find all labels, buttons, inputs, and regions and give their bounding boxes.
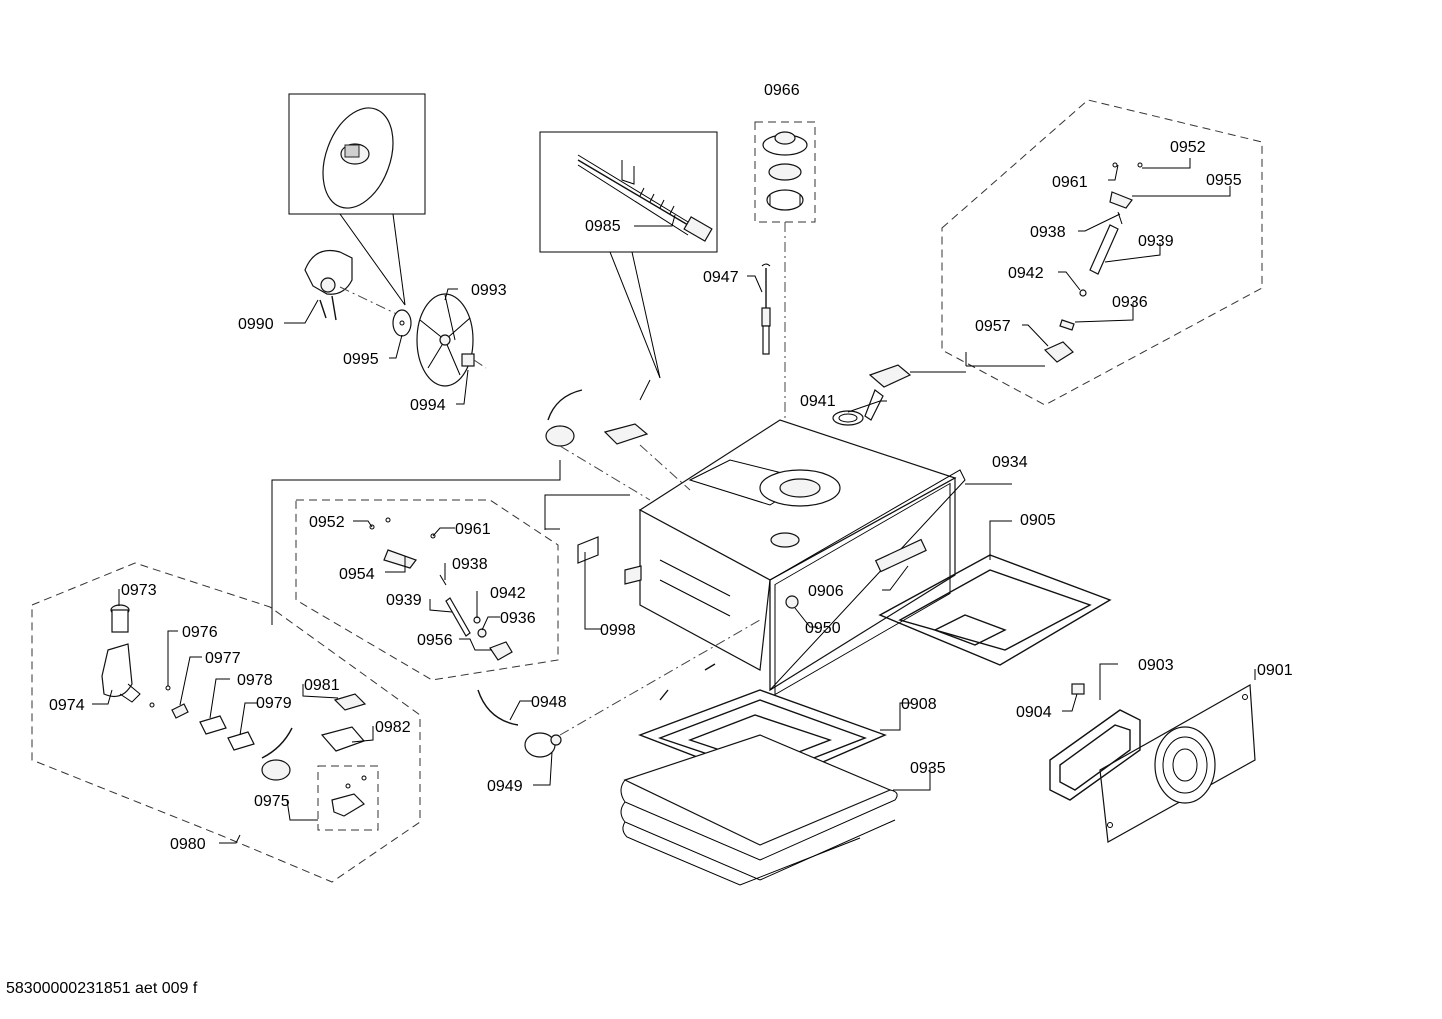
callout-0905: 0905 (1020, 512, 1056, 529)
callout-0979: 0979 (256, 695, 292, 712)
callout-0942: 0942 (1008, 265, 1044, 282)
callout-0981: 0981 (304, 677, 340, 694)
door-lock-kit-box-left (295, 499, 559, 681)
oven-cavity (638, 419, 966, 696)
callout-0980: 0980 (170, 836, 206, 853)
callout-0936-left: 0936 (500, 610, 536, 627)
fan-disc-0995 (392, 309, 412, 337)
callout-0994: 0994 (410, 397, 446, 414)
temperature-probe-0947 (761, 263, 771, 355)
callout-0903: 0903 (1138, 657, 1174, 674)
fan-detail-box (288, 93, 426, 306)
thermostat-sensor (545, 379, 651, 501)
sensor-detail-box (539, 131, 718, 379)
callout-0966: 0966 (764, 82, 800, 99)
callout-0948: 0948 (531, 694, 567, 711)
callout-0938-left: 0938 (452, 556, 488, 573)
callout-0995: 0995 (343, 351, 379, 368)
callout-0961: 0961 (1052, 174, 1088, 191)
fan-nut-0994 (461, 353, 487, 369)
callout-0934: 0934 (992, 454, 1028, 471)
callout-0955: 0955 (1206, 172, 1242, 189)
bracket-0998 (577, 536, 642, 585)
callout-0977: 0977 (205, 650, 241, 667)
door-lock-assembly (832, 364, 966, 426)
callout-0956: 0956 (417, 632, 453, 649)
callout-0939-left: 0939 (386, 592, 422, 609)
callout-0978: 0978 (237, 672, 273, 689)
callout-labels: 0966 0952 0961 0955 0938 0939 0942 0936 … (49, 82, 1293, 853)
fan-wheel-0993 (416, 293, 474, 387)
callout-0901: 0901 (1257, 662, 1293, 679)
callout-0949: 0949 (487, 778, 523, 795)
water-tank-kit-box (31, 562, 421, 883)
callout-0975: 0975 (254, 793, 290, 810)
guide-lines (271, 460, 630, 625)
callout-0952: 0952 (1170, 139, 1206, 156)
callout-0993: 0993 (471, 282, 507, 299)
callout-0939: 0939 (1138, 233, 1174, 250)
callout-0938: 0938 (1030, 224, 1066, 241)
top-heater-0905 (874, 538, 1112, 666)
callout-0941: 0941 (800, 393, 836, 410)
callout-0973: 0973 (121, 582, 157, 599)
callout-0950: 0950 (805, 620, 841, 637)
callout-0904: 0904 (1016, 704, 1052, 721)
callout-0998: 0998 (600, 622, 636, 639)
callout-0976: 0976 (182, 624, 218, 641)
callout-0961-left: 0961 (455, 521, 491, 538)
hinge-bracket (603, 423, 691, 491)
callout-0974: 0974 (49, 697, 85, 714)
rear-wall-0901 (1099, 684, 1256, 843)
callout-0908: 0908 (901, 696, 937, 713)
callout-0942-left: 0942 (490, 585, 526, 602)
callout-0982: 0982 (375, 719, 411, 736)
callout-0952-left: 0952 (309, 514, 345, 531)
callout-0985: 0985 (585, 218, 621, 235)
fan-motor-0948 (477, 619, 761, 758)
callout-0954: 0954 (339, 566, 375, 583)
leader-lines (92, 158, 1256, 844)
callout-0990: 0990 (238, 316, 274, 333)
door-lock-kit-box-right (941, 99, 1263, 406)
document-code: 58300000231851 aet 009 f (6, 980, 198, 997)
callout-0936: 0936 (1112, 294, 1148, 311)
insulation-mats-0935 (620, 734, 898, 886)
callout-0935: 0935 (910, 760, 946, 777)
callout-0957: 0957 (975, 318, 1011, 335)
callout-0906: 0906 (808, 583, 844, 600)
callout-0947: 0947 (703, 269, 739, 286)
fan-motor-0990 (304, 249, 406, 321)
ring-heater-0903 (1049, 683, 1141, 801)
